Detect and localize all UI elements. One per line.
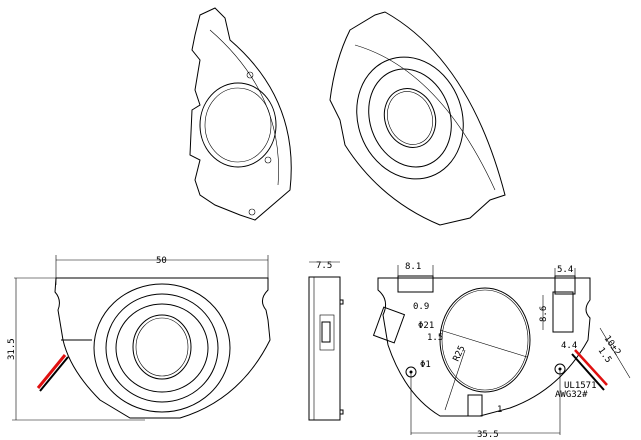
- isometric-view-front: [329, 11, 506, 226]
- notch-dim: 1: [497, 405, 502, 415]
- left-tab-dim: 8.1: [405, 262, 421, 272]
- front-view: [12, 255, 271, 421]
- pin-dia-dim: Φ1: [420, 360, 431, 370]
- hole-dia-dim: Φ21: [418, 321, 434, 331]
- wall-dim: 0.9: [413, 302, 429, 312]
- thickness-dim: 7.5: [316, 261, 332, 271]
- wire-spec-line2: AWG32#: [555, 390, 588, 400]
- wire-spec-line1: UL1571: [564, 381, 597, 391]
- tab-width-dim: 4.4: [561, 341, 577, 351]
- back-view: [372, 265, 631, 435]
- width-dim: 50: [156, 256, 167, 266]
- radius-dim: R25: [452, 344, 468, 363]
- step-dim: 1.5: [427, 333, 443, 343]
- side-view: [308, 261, 344, 421]
- right-tab-dim: 5.4: [557, 265, 573, 275]
- isometric-view-back: [189, 7, 292, 221]
- tab-height-dim: 8.6: [539, 306, 549, 322]
- height-dim: 31.5: [7, 338, 17, 360]
- pin-spacing-dim: 35.5: [477, 430, 499, 440]
